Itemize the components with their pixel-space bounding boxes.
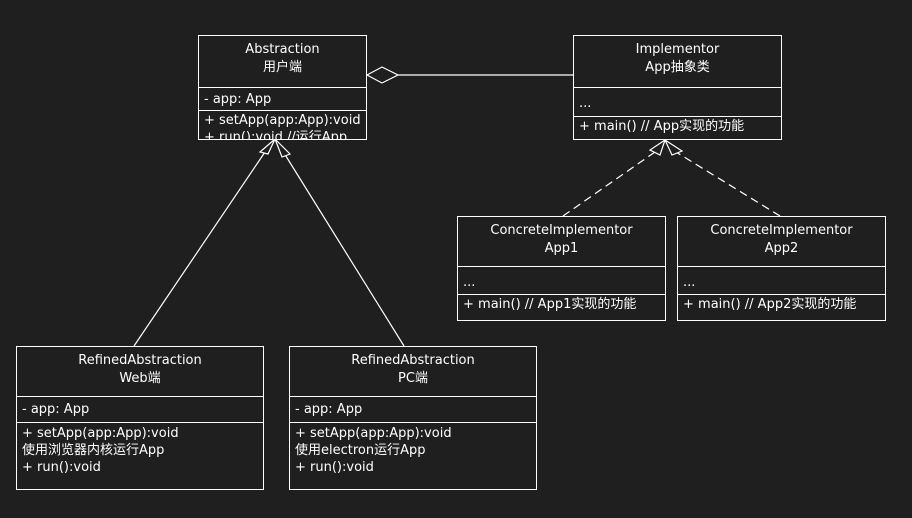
class-refined-web[interactable]: RefinedAbstraction Web端 - app: App + set… — [16, 346, 264, 490]
class-title: Implementor App抽象类 — [574, 36, 781, 88]
class-name: Implementor — [635, 42, 720, 57]
realization-line-app1 — [562, 151, 656, 217]
attribute-section: - app: App — [290, 397, 536, 423]
attribute-section: ... — [678, 267, 885, 295]
class-subtitle: App1 — [544, 241, 579, 256]
method-section: + main() // App2实现的功能 — [678, 295, 885, 314]
class-name: ConcreteImplementor — [490, 223, 633, 238]
generalization-line-pc — [283, 152, 405, 347]
class-name: RefinedAbstraction — [351, 353, 475, 368]
attribute-section: ... — [574, 88, 781, 117]
method-section: + setApp(app:App):void 使用electron运行App +… — [290, 423, 536, 477]
class-title: ConcreteImplementor App1 — [458, 217, 665, 267]
class-concrete-app1[interactable]: ConcreteImplementor App1 ... + main() //… — [457, 216, 666, 321]
class-refined-pc[interactable]: RefinedAbstraction PC端 - app: App + setA… — [289, 346, 537, 490]
attribute: ... — [683, 275, 696, 290]
method: + main() // App2实现的功能 — [683, 297, 857, 312]
method: + run():void //运行App — [204, 130, 348, 140]
generalization-arrowhead-web — [258, 138, 276, 155]
class-title: Abstraction 用户端 — [199, 36, 366, 88]
class-title: ConcreteImplementor App2 — [678, 217, 885, 267]
attribute-section: ... — [458, 267, 665, 295]
aggregation-diamond — [365, 66, 400, 84]
method: + setApp(app:App):void — [204, 113, 361, 128]
class-title: RefinedAbstraction PC端 — [290, 347, 536, 397]
class-name: ConcreteImplementor — [710, 223, 853, 238]
class-concrete-app2[interactable]: ConcreteImplementor App2 ... + main() //… — [677, 216, 886, 321]
class-subtitle: 用户端 — [262, 60, 302, 75]
attribute-section: - app: App — [199, 88, 366, 111]
class-implementor[interactable]: Implementor App抽象类 ... + main() // App实现… — [573, 35, 782, 140]
realization-line-app2 — [675, 151, 781, 217]
method: + run():void — [22, 460, 101, 475]
attribute-section: - app: App — [17, 397, 263, 423]
method-section: + main() // App1实现的功能 — [458, 295, 665, 314]
attribute: - app: App — [204, 92, 272, 107]
generalization-line-web — [133, 151, 266, 347]
method-section: + setApp(app:App):void 使用浏览器内核运行App + ru… — [17, 423, 263, 477]
method-note: 使用浏览器内核运行App — [22, 443, 165, 458]
class-subtitle: App2 — [764, 241, 799, 256]
class-title: RefinedAbstraction Web端 — [17, 347, 263, 397]
method: + main() // App实现的功能 — [579, 119, 745, 134]
attribute: - app: App — [295, 402, 363, 417]
method-section: + main() // App实现的功能 — [574, 117, 781, 136]
class-name: RefinedAbstraction — [78, 353, 202, 368]
method-section: + setApp(app:App):void + run():void //运行… — [199, 111, 366, 140]
method: + main() // App1实现的功能 — [463, 297, 637, 312]
realization-arrowhead-app2 — [663, 138, 684, 156]
method-note: 使用electron运行App — [295, 443, 426, 458]
class-name: Abstraction — [245, 42, 320, 57]
method: + setApp(app:App):void — [22, 426, 179, 441]
class-subtitle: PC端 — [398, 371, 428, 386]
class-abstraction[interactable]: Abstraction 用户端 - app: App + setApp(app:… — [198, 35, 367, 140]
attribute: - app: App — [22, 402, 90, 417]
attribute: ... — [579, 96, 592, 111]
generalization-arrowhead-pc — [274, 138, 292, 158]
attribute: ... — [463, 275, 476, 290]
class-subtitle: Web端 — [119, 371, 161, 386]
realization-arrowhead-app1 — [648, 138, 667, 156]
method: + setApp(app:App):void — [295, 426, 452, 441]
method: + run():void — [295, 460, 374, 475]
class-subtitle: App抽象类 — [645, 60, 710, 75]
